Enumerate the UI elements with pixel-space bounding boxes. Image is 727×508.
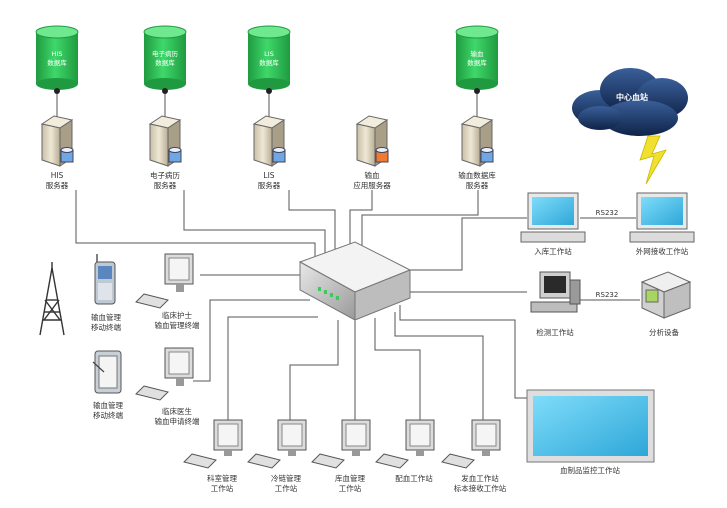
server-label-1: 输血数据库: [458, 170, 496, 180]
lightning-icon: [639, 135, 667, 185]
bottom-workstation-label-2: 工作站: [339, 483, 362, 493]
network-switch: [298, 241, 412, 321]
server-label-2: 服务器: [466, 180, 489, 190]
storage-workstation: 入库工作站: [520, 192, 586, 256]
storage-workstation-label: 入库工作站: [534, 246, 572, 256]
bottom-workstation-label-1: 库血管理: [335, 473, 365, 483]
nurse-terminal-label-1: 临床护士: [162, 310, 192, 320]
database-label-1: 输血: [471, 49, 485, 58]
db-cylinder-icon: [168, 147, 182, 163]
computer-icon: [311, 419, 371, 469]
server-tower-icon: [40, 115, 74, 167]
database-cylinder-icon: [143, 25, 187, 90]
analyzer-device: 分析设备: [640, 271, 692, 337]
nurse-terminal: 临床护士 输血管理终端: [135, 253, 200, 330]
db-cylinder-icon: [272, 147, 286, 163]
server-label-1: 电子病历: [150, 170, 180, 180]
doctor-terminal-label-2: 输血申请终端: [155, 416, 200, 426]
bottom-workstation-label-2: 工作站: [211, 483, 234, 493]
cloud-icon: [572, 68, 688, 136]
server-label-1: HIS: [51, 171, 64, 180]
database-3: 输血数据库: [455, 25, 499, 94]
bottom-workstation-label-1: 科室管理: [207, 473, 237, 483]
database-label-1: HIS: [52, 50, 63, 58]
bottom-workstation-label-1: 配血工作站: [395, 473, 433, 483]
server-label-2: 服务器: [258, 180, 281, 190]
pda-terminal: 输血管理 移动终端: [92, 350, 123, 420]
doctor-terminal-label-1: 临床医生: [162, 406, 192, 416]
database-label-1: 电子病历: [152, 49, 179, 58]
mobile-phone-label-2: 移动终端: [91, 322, 121, 332]
server-label-2: 服务器: [154, 180, 177, 190]
bottom-workstation-label-1: 发血工作站: [461, 473, 499, 483]
db-cylinder-icon: [480, 147, 494, 163]
database-cylinder-icon: [35, 25, 79, 90]
computer-icon: [183, 419, 243, 469]
database-cylinder-icon: [455, 25, 499, 90]
pda-label-1: 输血管理: [93, 400, 123, 410]
server-label-2: 应用服务器: [353, 180, 391, 190]
mobile-phone-terminal: 输血管理 移动终端: [91, 254, 121, 332]
app-cylinder-icon: [375, 147, 389, 163]
computer-icon: [375, 419, 435, 469]
antenna-tower-icon: [39, 262, 65, 336]
testing-workstation: 检测工作站: [530, 271, 581, 337]
external-receive-label: 外网接收工作站: [636, 246, 689, 256]
analyzer-label: 分析设备: [649, 327, 679, 337]
rs232-label-top: RS232: [596, 209, 619, 217]
bottom-workstation-label-2: 工作站: [275, 483, 298, 493]
bottom-workstation-label-2: 标本接收工作站: [454, 483, 507, 493]
computer-icon: [135, 253, 194, 309]
computer-icon: [247, 419, 307, 469]
computer-icon: [135, 347, 194, 401]
connection-lines: [56, 90, 640, 425]
blood-monitor-workstation: 血制品监控工作站: [526, 389, 655, 475]
mobile-phone-label-1: 输血管理: [91, 312, 121, 322]
database-label-2: 数据库: [155, 58, 175, 67]
bottom-workstation-label-1: 冷链管理: [271, 473, 301, 483]
rs232-label-bottom: RS232: [596, 291, 619, 299]
server-label-1: LIS: [263, 171, 274, 180]
mobile-phone-icon: [94, 254, 116, 305]
monitor-workstation-label: 血制品监控工作站: [560, 465, 620, 475]
doctor-terminal: 临床医生 输血申请终端: [135, 347, 200, 426]
computer-icon: [441, 419, 501, 469]
testing-workstation-label: 检测工作站: [536, 327, 574, 337]
pda-icon: [92, 350, 122, 394]
database-label-2: 数据库: [467, 58, 487, 67]
bottom-workstation-3: 配血工作站: [375, 419, 435, 483]
database-label-2: 数据库: [259, 58, 279, 67]
database-label-2: 数据库: [47, 58, 67, 67]
external-receive-workstation: 外网接收工作站: [629, 192, 695, 256]
cloud-center-blood-station: 中心血站: [572, 68, 688, 185]
server-label-2: 服务器: [46, 180, 69, 190]
switch-port-lights-icon: [318, 287, 339, 300]
server-label-1: 输血: [365, 170, 380, 180]
db-cylinder-icon: [60, 147, 74, 163]
nurse-terminal-label-2: 输血管理终端: [155, 320, 200, 330]
database-cylinder-icon: [247, 25, 291, 90]
cloud-label: 中心血站: [616, 92, 648, 102]
pda-label-2: 移动终端: [93, 410, 123, 420]
database-label-1: LIS: [264, 50, 274, 58]
